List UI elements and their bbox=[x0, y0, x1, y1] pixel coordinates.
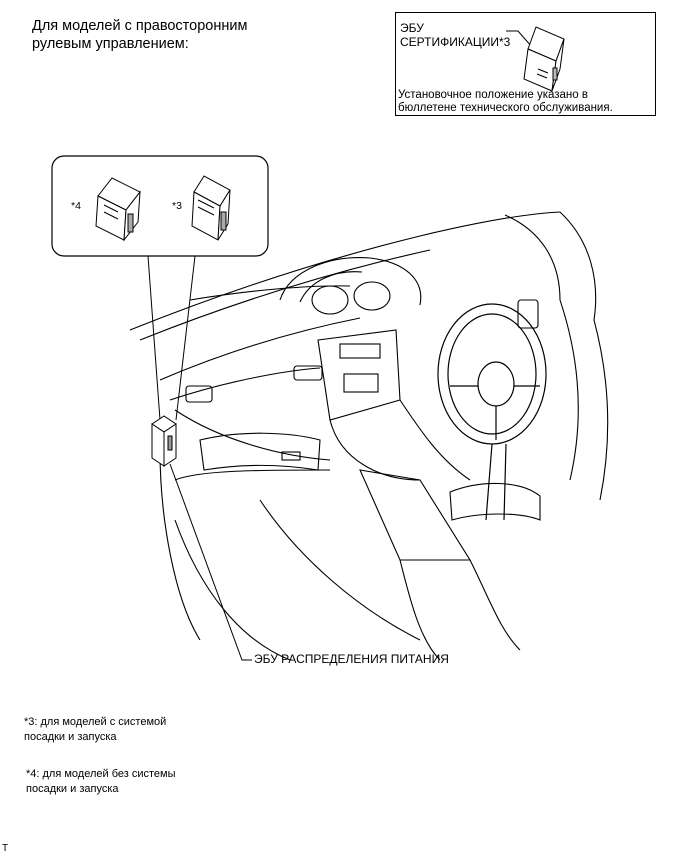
heading-line-2: рулевым управлением: bbox=[32, 36, 189, 52]
footnote-3-line-2: посадки и запуска bbox=[24, 731, 117, 743]
heading-line-1: Для моделей с правосторонним bbox=[32, 18, 248, 34]
corner-mark: T bbox=[2, 843, 9, 854]
certification-ecu-label-line-1: ЭБУ bbox=[400, 21, 424, 35]
footnote-4-line-2: посадки и запуска bbox=[26, 783, 119, 795]
install-location-note-line-2: бюллетене технического обслуживания. bbox=[398, 101, 613, 114]
footnote-4: *4: для моделей без системы посадки и за… bbox=[26, 767, 176, 797]
footnote-4-line-1: *4: для моделей без системы bbox=[26, 768, 176, 780]
dashboard-outline bbox=[129, 211, 609, 661]
ecu-inset-box bbox=[51, 155, 269, 257]
inset-leader-left bbox=[147, 255, 161, 421]
steering-wheel bbox=[437, 303, 547, 521]
heading: Для моделей с правосторонним рулевым упр… bbox=[32, 17, 247, 53]
install-location-note-line-1: Установочное положение указано в bbox=[398, 89, 588, 101]
footnote-3-line-1: *3: для моделей с системой bbox=[24, 716, 167, 728]
footnote-3: *3: для моделей с системой посадки и зап… bbox=[24, 715, 166, 745]
callout-mark-3: *3 bbox=[172, 200, 182, 212]
ecu-module-4-icon bbox=[95, 177, 141, 242]
ecu-module-3-icon bbox=[191, 175, 231, 241]
callout-mark-4: *4 bbox=[71, 200, 81, 212]
certification-ecu-label: ЭБУ СЕРТИФИКАЦИИ*3 bbox=[400, 21, 510, 49]
install-location-note: Установочное положение указано в бюллете… bbox=[398, 89, 613, 114]
inset-leader-right bbox=[175, 255, 196, 421]
certification-ecu-label-line-2: СЕРТИФИКАЦИИ*3 bbox=[400, 35, 511, 49]
power-distribution-ecu-icon bbox=[151, 415, 177, 467]
power-distribution-ecu-label: ЭБУ РАСПРЕДЕЛЕНИЯ ПИТАНИЯ bbox=[254, 652, 449, 666]
certification-ecu-info-box: ЭБУ СЕРТИФИКАЦИИ*3 Установочное положени… bbox=[395, 12, 656, 116]
power-distribution-leader bbox=[169, 463, 252, 661]
certification-ecu-icon bbox=[506, 26, 565, 92]
